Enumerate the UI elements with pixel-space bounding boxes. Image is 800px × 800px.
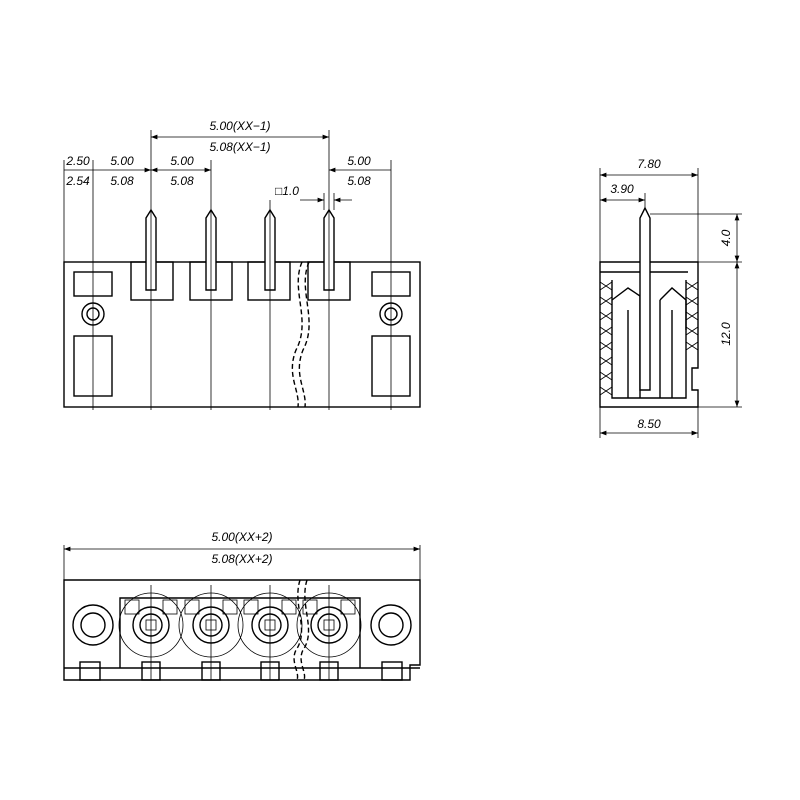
pin-feet: [79, 661, 403, 681]
dim-pitch-total-500: 5.00(XX−1): [209, 119, 270, 133]
break-line: [291, 261, 303, 408]
dim-total-500: 5.00(XX+2): [211, 530, 272, 544]
front-view: 5.00(XX−1) 5.08(XX−1) 2.50 2.54 5.00 5.0…: [63, 119, 421, 410]
dim-pitch-total-508: 5.08(XX−1): [209, 140, 270, 154]
side-view: 7.80 3.90 4.0 12.0 8.50: [599, 157, 742, 438]
dim-width-bottom: 8.50: [637, 417, 661, 431]
side-pin: [639, 206, 651, 391]
dim-body-height: 12.0: [719, 322, 733, 346]
bottom-body: [63, 579, 421, 681]
dim-total-508: 5.08(XX+2): [211, 552, 272, 566]
bottom-view: 5.00(XX+2) 5.08(XX+2): [63, 530, 421, 681]
dim-edge-254: 2.54: [65, 174, 90, 188]
dim-pitch-c-508: 5.08: [347, 174, 371, 188]
dim-pitch-b-508: 5.08: [170, 174, 194, 188]
dim-pitch-a-500: 5.00: [110, 154, 134, 168]
bottom-right-hole: [370, 604, 412, 646]
screw-clamps: [118, 592, 362, 658]
dim-pitch-a-508: 5.08: [110, 174, 134, 188]
dim-pitch-b-500: 5.00: [170, 154, 194, 168]
dim-pitch-c-500: 5.00: [347, 154, 371, 168]
bottom-left-hole: [72, 604, 114, 646]
side-hatch: [599, 281, 699, 396]
dim-edge-250: 2.50: [65, 154, 90, 168]
pin-sockets: [130, 261, 351, 301]
front-body: [63, 261, 421, 408]
dim-width-top: 7.80: [637, 157, 661, 171]
dim-offset: 3.90: [610, 182, 634, 196]
dim-pin-height: 4.0: [719, 229, 733, 246]
dim-pin-square: □1.0: [275, 184, 299, 198]
